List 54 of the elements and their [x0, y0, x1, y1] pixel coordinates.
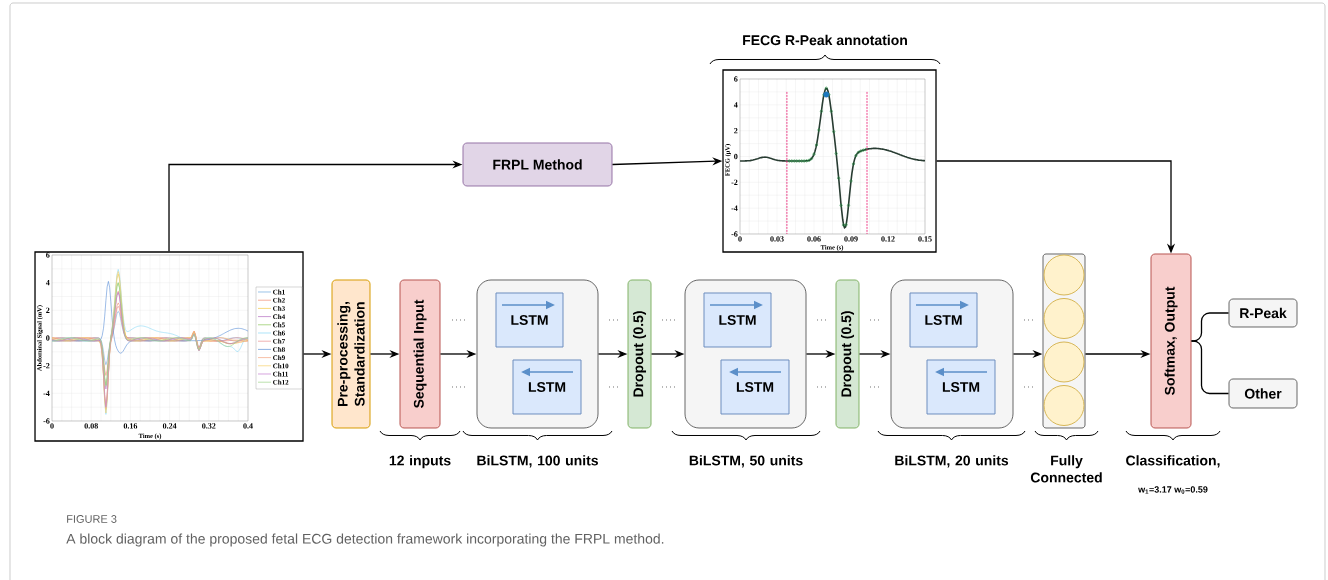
lstm-box: LSTM [703, 292, 772, 348]
figure-number: FIGURE 3 [67, 515, 117, 523]
layer-label: BiLSTM, 100 units [477, 455, 598, 468]
plot-title: FECG R-Peak annotation [743, 34, 907, 46]
dropout-box: Dropout (0.5) [627, 279, 652, 429]
tick-label: -6 [43, 418, 50, 424]
tick-label: 0 [734, 153, 738, 160]
lstm-box: LSTM [512, 359, 582, 415]
layer-label: Fully Connected [1030, 455, 1102, 483]
tick-label: -4 [731, 205, 738, 211]
tick-label: 0.12 [881, 236, 895, 242]
dropout-box: Dropout (0.5) [835, 279, 860, 429]
tick-label: 4 [733, 102, 738, 108]
tick-label: 0.15 [918, 236, 932, 242]
tick-label: 0 [46, 335, 50, 341]
tick-label: 0.4 [243, 423, 253, 429]
lstm-box: LSTM [926, 359, 996, 415]
neuron-circle [1043, 341, 1085, 383]
tick-label: -6 [731, 231, 738, 237]
tick-label: 0.06 [807, 236, 821, 242]
neuron-circle [1043, 385, 1085, 426]
tick-label: 2 [734, 128, 738, 134]
tick-label: 4 [45, 280, 50, 286]
class-box: Other [1228, 378, 1298, 409]
tick-label: -4 [43, 390, 50, 396]
tick-label: 0.24 [162, 423, 177, 429]
class-box: R-Peak [1228, 298, 1298, 328]
layer-label: BiLSTM, 20 units [895, 455, 1009, 468]
neuron-circle [1043, 298, 1085, 339]
preprocessing-box: Pre-processing, Standardization [331, 279, 371, 429]
tick-label: 0.08 [84, 423, 98, 429]
weight-label: w$_{1}$=3.17 w$_{0}$=0.59 [1138, 486, 1208, 494]
tick-label: 0.09 [844, 236, 858, 242]
tick-label: 6 [46, 252, 50, 258]
caption: A block diagram of the proposed fetal ECG detection framework incorporating the FRPL method. [66, 533, 664, 547]
tick-label: 0.32 [202, 423, 216, 429]
layer-label: Classification, [1126, 455, 1220, 468]
layer-label: BiLSTM, 50 units [689, 455, 803, 468]
neuron-circle [1043, 254, 1085, 296]
tick-label: -2 [731, 179, 738, 185]
output-layer-box: Softmax, Output [1150, 253, 1192, 429]
tick-label: 0.16 [123, 423, 138, 429]
method-box: FRPL Method [462, 142, 613, 187]
layer-label: 12 inputs [389, 455, 451, 469]
input-layer-box: Sequential Input [399, 279, 441, 429]
lstm-box: LSTM [909, 292, 978, 348]
tick-label: 0 [50, 423, 54, 429]
tick-label: -2 [43, 363, 50, 369]
tick-label: 0 [738, 236, 742, 242]
lstm-box: LSTM [720, 359, 790, 415]
lstm-box: LSTM [495, 292, 564, 348]
tick-label: 6 [734, 76, 738, 82]
tick-label: 0.03 [770, 236, 784, 242]
tick-label: 2 [46, 307, 50, 313]
